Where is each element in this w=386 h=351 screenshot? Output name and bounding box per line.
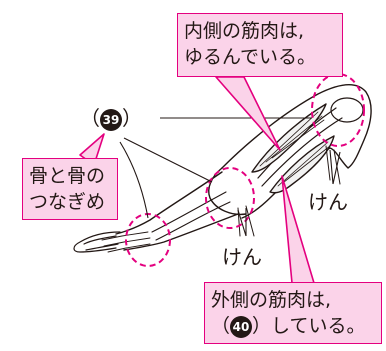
slot-39-open-paren: （ [80,106,100,130]
hand-outline [73,231,121,253]
callout-joint: 骨と骨の つなぎめ [22,158,118,220]
joint-line1: 骨と骨の [29,165,106,187]
callout-pointers [79,76,315,284]
finger-bones [101,231,151,253]
elbow-joint-circle [205,167,255,229]
radius-bone [151,191,227,233]
leader-q39-wrist [119,141,149,219]
answer-badge-39: 39 [100,108,122,131]
tendon-label-upper: けん [308,190,348,214]
inner-muscle-line1: 内側の筋肉は, [184,20,305,42]
wrist-joint-circle [125,213,171,267]
joint-line2: つなぎめ [29,191,106,213]
arm-illustration [73,84,372,253]
leader-q39-elbow [123,137,213,183]
outer-muscle-open-paren: （ [211,315,231,337]
inner-muscle-line2: ゆるんでいる。 [184,46,317,68]
outer-muscle-line2: （40）している。 [211,313,375,339]
answer-slot-39: （39） [80,106,142,131]
elbow-outline [208,167,247,216]
leader-tendon-upper [329,149,341,185]
joint-highlights [125,73,365,267]
callout-inner-muscle: 内側の筋肉は, ゆるんでいる。 [177,13,343,77]
pointer-inner-muscle [215,76,281,151]
leader-lines [119,117,341,237]
callout-outer-muscle: 外側の筋肉は, （40）している。 [204,282,382,344]
shoulder-joint-bone [330,97,364,123]
shoulder-joint-circle [311,73,365,147]
answer-badge-40: 40 [230,315,253,338]
leader-tendon-lower [237,208,247,237]
outer-muscle-line1: 外側の筋肉は, [211,289,332,311]
ulna-bone [155,201,231,241]
tendon-label-lower: けん [222,245,262,269]
forearm-outline [115,171,239,251]
outer-muscle-close-paren: ）している。 [252,315,366,337]
slot-39-close-paren: ） [122,106,142,130]
